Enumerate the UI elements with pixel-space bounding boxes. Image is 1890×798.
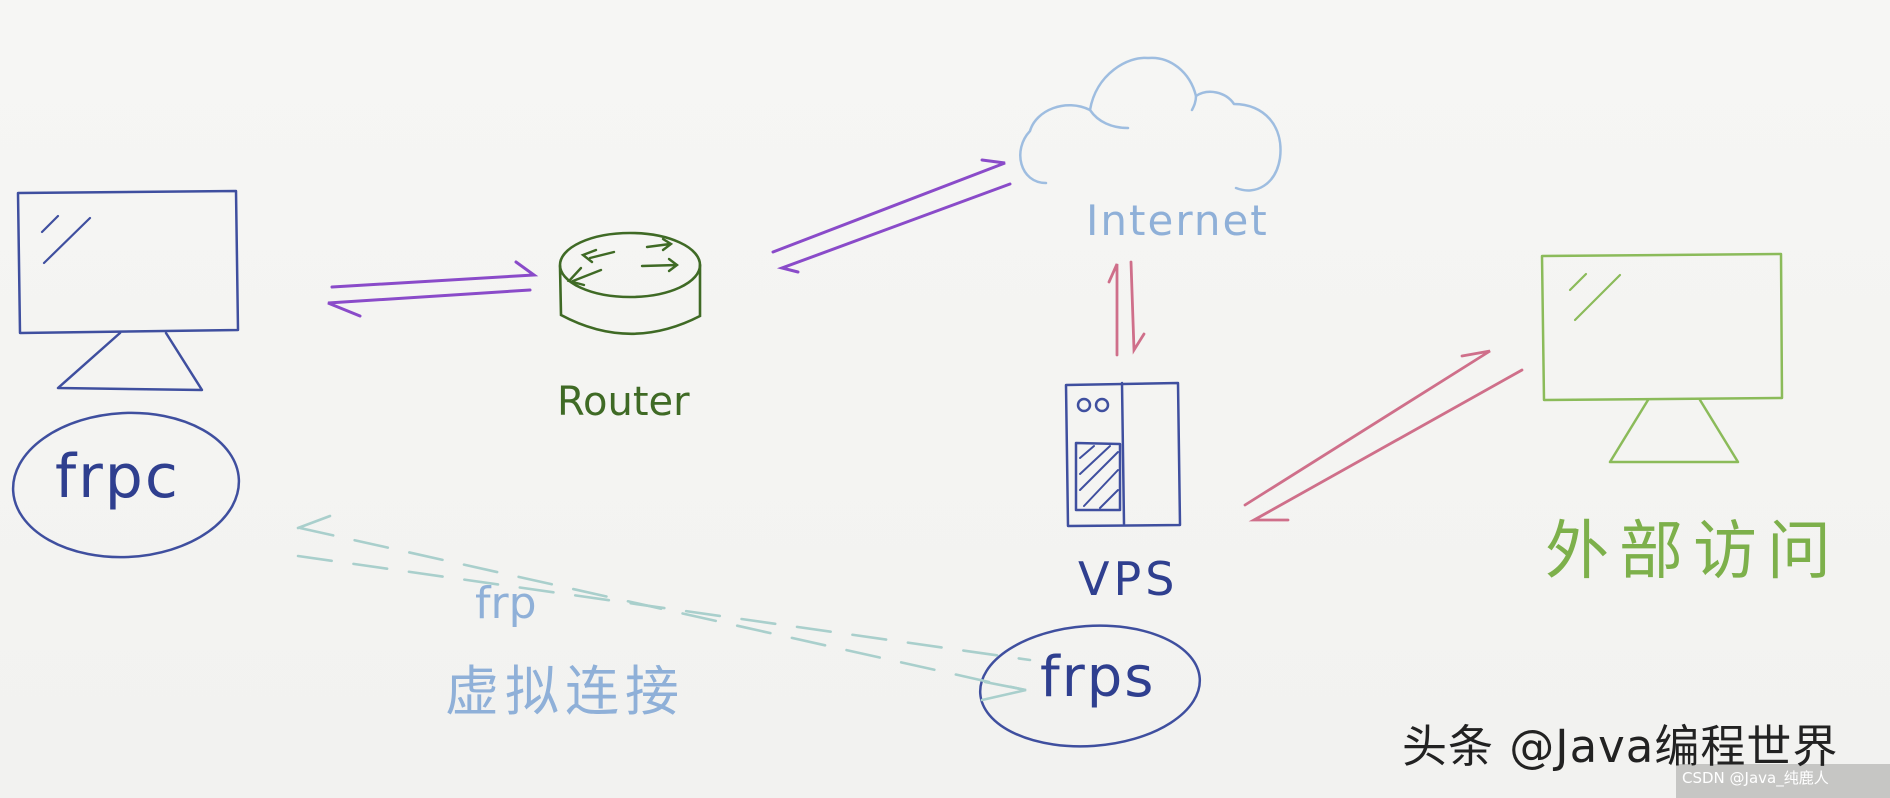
router-label: Router — [557, 379, 690, 425]
frp-label: frp — [475, 578, 537, 629]
router-icon — [558, 231, 702, 335]
internet-label: Internet — [1086, 196, 1269, 245]
internet-vps-link — [1107, 260, 1146, 357]
csdn-watermark-strip — [1676, 764, 1890, 798]
client-router-link — [327, 260, 539, 318]
frps-ellipse — [978, 624, 1202, 748]
router-internet-link — [771, 158, 1012, 274]
external-monitor-icon — [1540, 252, 1784, 464]
csdn-watermark: CSDN @Java_纯鹿人 — [1682, 769, 1829, 787]
frpc-ellipse — [11, 411, 241, 559]
frp-virtual-connection-link — [296, 514, 1032, 702]
server-icon — [1064, 381, 1182, 528]
virtual-connection-label: 虚拟连接 — [445, 660, 685, 723]
external-access-label: 外部访问 — [1545, 515, 1841, 589]
cloud-icon — [1019, 56, 1282, 192]
vps-label: VPS — [1078, 552, 1179, 606]
frpc-label: frpc — [55, 442, 180, 512]
vps-external-link — [1243, 349, 1524, 522]
source-watermark: 头条 @Java编程世界 — [1402, 720, 1839, 773]
frps-label: frps — [1040, 645, 1156, 710]
client-monitor-icon — [16, 189, 240, 392]
